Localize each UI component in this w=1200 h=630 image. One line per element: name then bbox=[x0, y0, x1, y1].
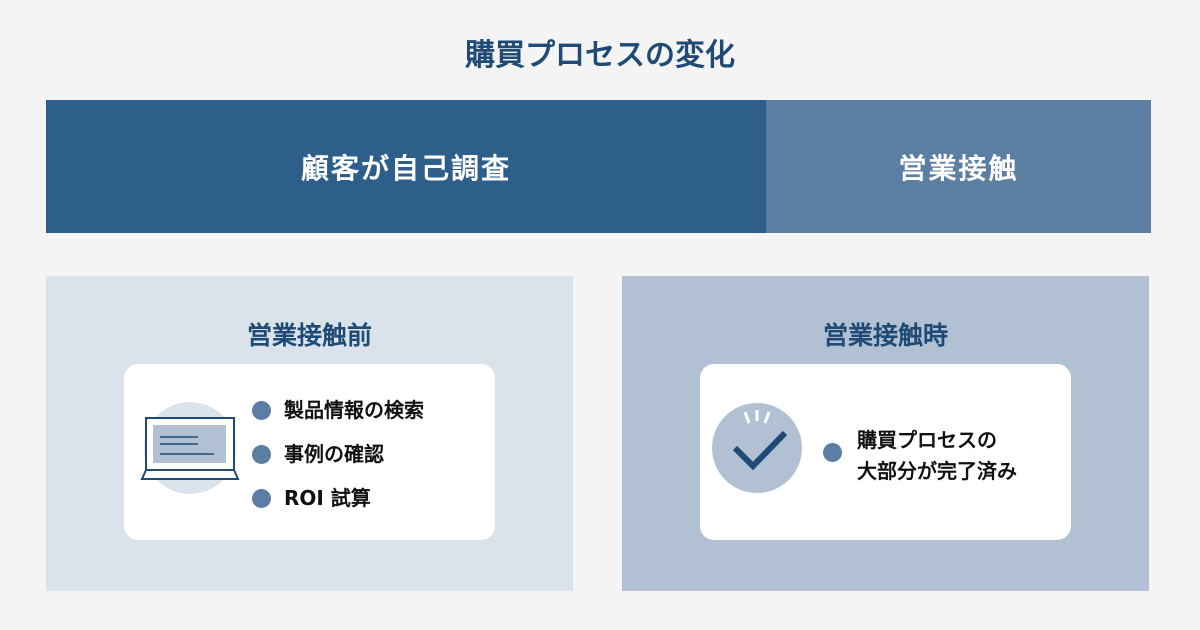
bullet-icon bbox=[823, 443, 842, 462]
list-item: 事例の確認 bbox=[284, 442, 384, 466]
bullet-icon bbox=[252, 401, 271, 420]
page-title: 購買プロセスの変化 bbox=[465, 38, 735, 73]
list-item: ROI 試算 bbox=[284, 486, 371, 510]
sales-contact-band: 営業接触 bbox=[766, 100, 1151, 233]
list-item: 製品情報の検索 bbox=[284, 398, 424, 422]
before-contact-heading: 営業接触前 bbox=[246, 321, 372, 350]
laptop-icon bbox=[140, 402, 240, 494]
during-contact-heading: 営業接触時 bbox=[822, 321, 948, 350]
self-research-band: 顧客が自己調査 bbox=[46, 100, 766, 233]
list-item-line: 購買プロセスの bbox=[857, 428, 997, 452]
checkmark-icon bbox=[712, 403, 802, 493]
list-item-line: 大部分が完了済み bbox=[857, 459, 1017, 483]
bullet-icon bbox=[252, 445, 271, 464]
list-item: 購買プロセスの 大部分が完了済み bbox=[857, 425, 1017, 487]
bullet-icon bbox=[252, 489, 271, 508]
